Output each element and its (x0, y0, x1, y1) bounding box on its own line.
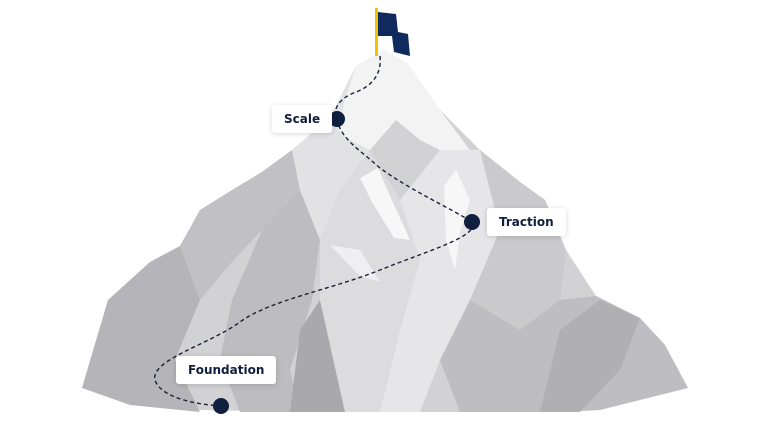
milestone-label-scale: Scale (272, 105, 333, 133)
mountain-face-right-dark (540, 300, 640, 412)
marker-foundation (213, 398, 229, 414)
climbing-path (154, 55, 474, 407)
snow-streak-1 (360, 168, 410, 240)
marker-traction (464, 214, 480, 230)
snow-cap (338, 50, 470, 150)
milestone-label-traction: Traction (487, 208, 566, 236)
milestone-label-foundation: Foundation (176, 356, 277, 384)
mountain-face-dark-column (290, 300, 345, 412)
flag-pole (375, 8, 378, 56)
snow-streak-2 (444, 170, 470, 270)
mountain-face-left (82, 246, 200, 412)
snow-streak-3 (330, 245, 380, 282)
mountain-face-left-upper (180, 150, 300, 300)
mountain-face-right (470, 150, 566, 330)
flag-icon (378, 12, 410, 56)
marker-scale (329, 111, 345, 127)
